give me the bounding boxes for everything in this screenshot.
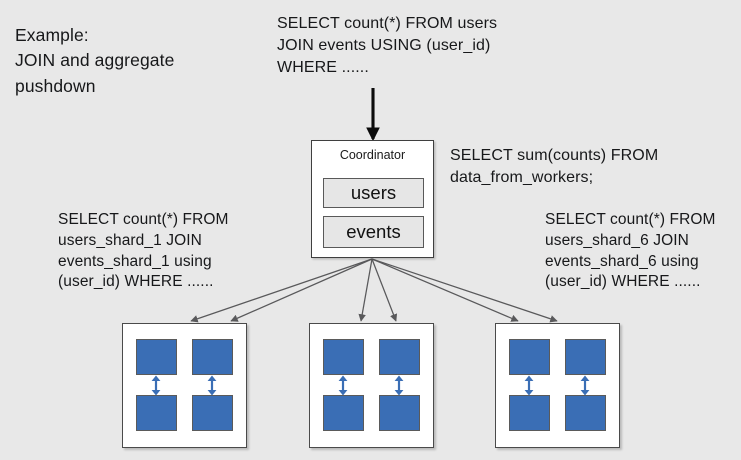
coordinator-title: Coordinator: [339, 148, 406, 162]
client-query-text: SELECT count(*) FROM users JOIN events U…: [277, 15, 498, 76]
shard-box: [509, 395, 550, 431]
shard-box: [136, 395, 177, 431]
shard-box: [323, 339, 364, 375]
coordinator-merge-query-text: SELECT sum(counts) FROM data_from_worker…: [450, 147, 659, 186]
replication-arrow-icon: [338, 375, 348, 396]
coordinator-table-events: events: [323, 216, 424, 248]
shard-box: [509, 339, 550, 375]
arrow-to-worker3-a: [371, 258, 519, 322]
worker-node-2: [309, 323, 434, 448]
shard-box: [379, 339, 420, 375]
shard-box: [192, 339, 233, 375]
replication-arrow-icon: [151, 375, 161, 396]
shard-box: [565, 339, 606, 375]
coordinator-node: Coordinator users events: [311, 140, 434, 258]
worker-node-3: [495, 323, 620, 448]
replication-arrow-icon: [580, 375, 590, 396]
arrow-to-worker1-b: [230, 258, 373, 322]
shard-box: [323, 395, 364, 431]
replication-arrow-icon: [394, 375, 404, 396]
worker-query-right-text: SELECT count(*) FROM users_shard_6 JOIN …: [545, 211, 716, 291]
worker-query-left-text: SELECT count(*) FROM users_shard_1 JOIN …: [58, 211, 229, 291]
arrow-to-worker2-a: [358, 258, 373, 322]
arrow-to-worker2-b: [371, 258, 398, 322]
shard-box: [565, 395, 606, 431]
worker-node-1: [122, 323, 247, 448]
coordinator-table-users: users: [323, 178, 424, 208]
arrows-coordinator-to-workers: [190, 258, 558, 323]
shard-box: [136, 339, 177, 375]
example-caption: Example: JOIN and aggregate pushdown: [15, 25, 175, 96]
replication-arrow-icon: [207, 375, 217, 396]
shard-box: [379, 395, 420, 431]
replication-arrow-icon: [524, 375, 534, 396]
arrow-to-worker3-b: [371, 258, 558, 323]
shard-box: [192, 395, 233, 431]
